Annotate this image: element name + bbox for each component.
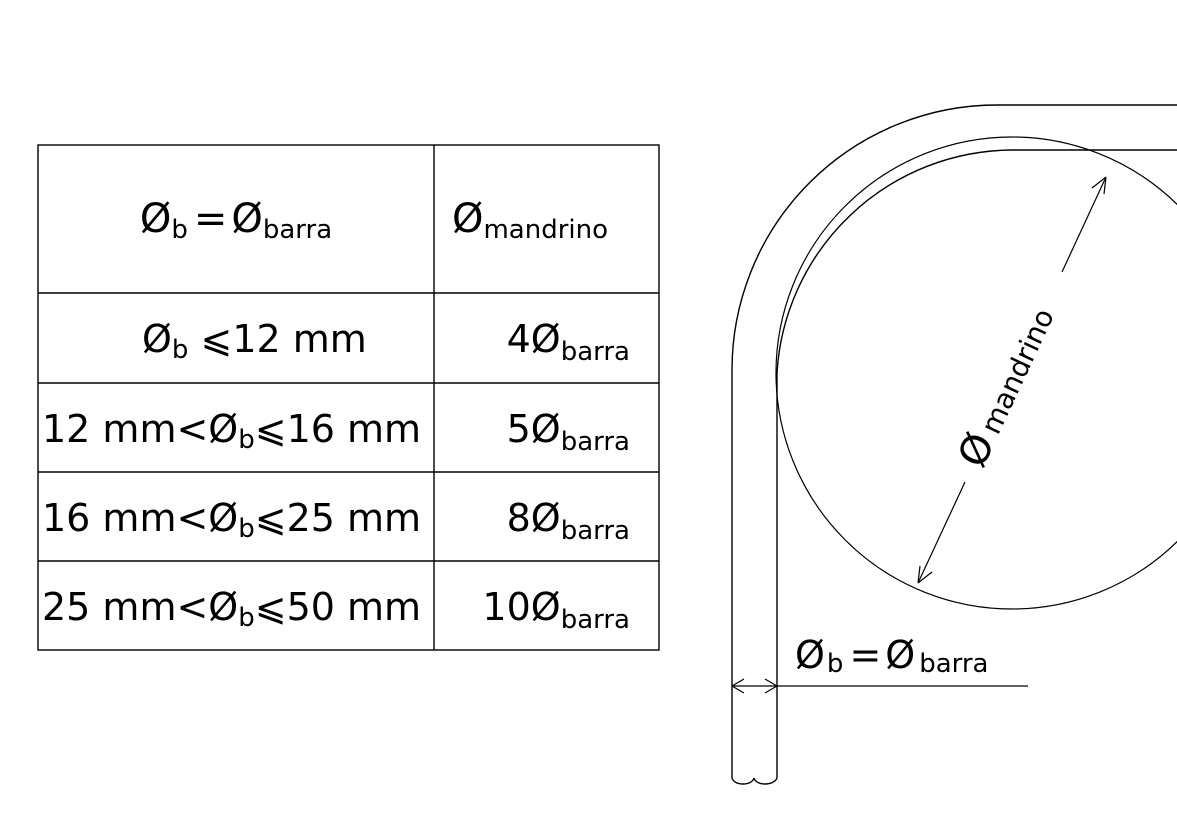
header-bar-diameter: Øb=Øbarra [140,196,332,245]
table-row-factor: 5Øbarra [507,407,630,457]
table-row-factor: 10Øbarra [482,585,630,635]
mandrel-dimension-line [917,481,966,584]
arrowhead-icon [731,678,745,694]
mandrel-diameter-table: Øb=Øbarra Ømandrino Øb ⩽12 mm 4Øbarra 12… [37,144,660,651]
bar-outer-edge [731,104,1177,778]
mandrel-circle [775,136,1177,610]
table-row-condition: 12 mm<Øb⩽16 mm [42,407,421,455]
arrowhead-icon [917,565,933,584]
table-row-condition: Øb ⩽12 mm [142,317,367,365]
table-row-factor: 4Øbarra [507,317,630,367]
arrowhead-icon [764,678,778,694]
header-mandrel-diameter: Ømandrino [452,196,608,245]
table-row-factor: 8Øbarra [507,496,630,546]
bar-cut-end [731,777,778,785]
bar-inner-edge [776,149,1177,778]
mandrel-dimension-line [1061,176,1107,273]
arrowhead-icon [1091,176,1107,195]
table-row-condition: 16 mm<Øb⩽25 mm [42,496,421,544]
table-row-condition: 25 mm<Øb⩽50 mm [42,585,421,633]
mandrel-diameter-label: Ømandrino [949,299,1063,474]
table-border [37,144,660,651]
